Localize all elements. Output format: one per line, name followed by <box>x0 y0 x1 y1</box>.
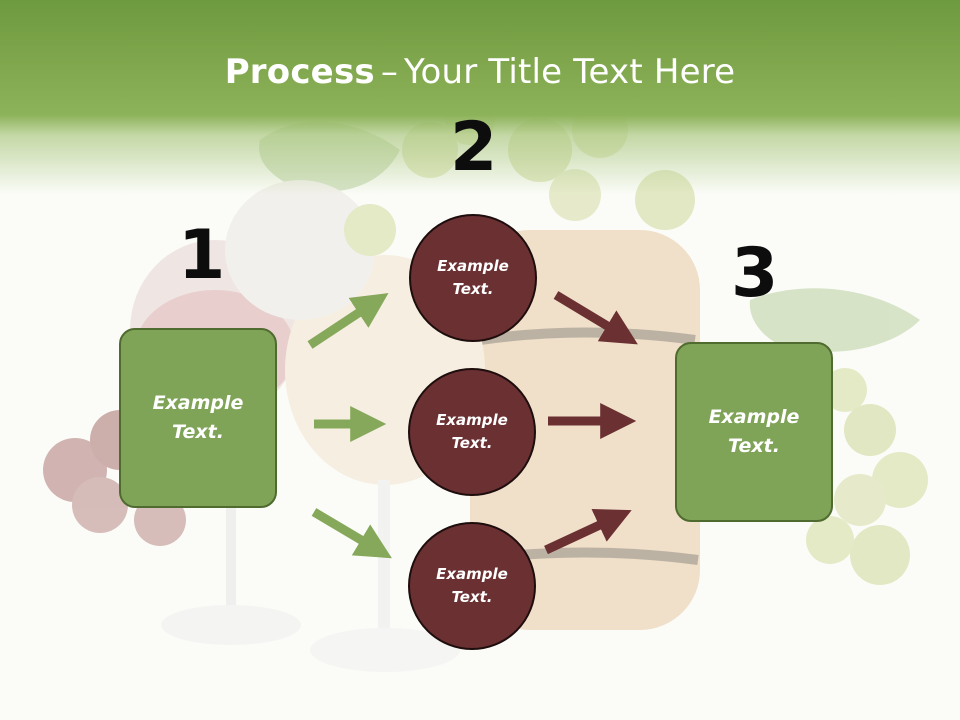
circle-bottom-label: Example Text. <box>436 565 508 606</box>
header-band <box>0 0 960 195</box>
step-3-box: Example Text. <box>675 342 833 522</box>
arrow-maroon-up <box>544 509 632 555</box>
step-number-3: 3 <box>731 234 779 313</box>
title-dash: – <box>380 52 399 92</box>
circle-middle: Example Text. <box>408 368 536 496</box>
circle-top: Example Text. <box>409 214 537 342</box>
title-bold: Process <box>224 52 375 92</box>
arrow-green-down <box>311 508 392 559</box>
circle-middle-label: Example Text. <box>436 411 508 452</box>
arrow-green-up <box>307 293 389 349</box>
step-3-label: Example Text. <box>708 406 800 457</box>
arrow-maroon-down <box>553 291 638 345</box>
circle-top-label: Example Text. <box>437 257 509 298</box>
step-1-box: Example Text. <box>119 328 277 508</box>
step-number-1: 1 <box>178 216 226 295</box>
step-number-2: 2 <box>450 108 498 187</box>
circle-bottom: Example Text. <box>408 522 536 650</box>
step-1-label: Example Text. <box>152 392 244 443</box>
title-rest: Your Title Text Here <box>404 52 736 92</box>
slide-title: Process–Your Title Text Here <box>0 52 960 92</box>
